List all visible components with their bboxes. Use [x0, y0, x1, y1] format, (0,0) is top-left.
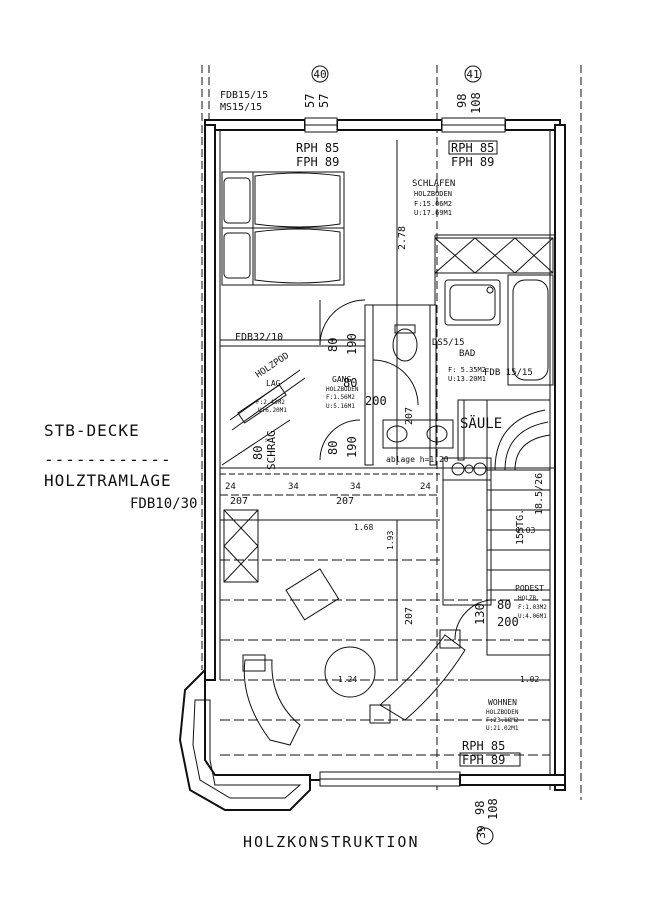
dim-207-left: 207: [230, 496, 248, 507]
dim-80s: 80: [497, 598, 511, 612]
axis-top-right-b: 108: [469, 92, 483, 114]
dim-278: 2.78: [397, 226, 408, 250]
room-schlafen-floor: HOLZBODEN: [414, 190, 452, 198]
room-bad-area: F: 5.35M2: [448, 366, 486, 374]
room-wohnen-floor: HOLZBODEN: [486, 709, 519, 716]
legend-dashes: ------------: [44, 450, 172, 469]
axis-bottom-b: 108: [486, 798, 500, 820]
dim-190b: 190: [345, 436, 359, 458]
room-bad-name: BAD: [459, 349, 475, 359]
window-1-fph: FPH 89: [296, 155, 339, 169]
dim-80a: 80: [326, 338, 340, 352]
room-gang-perimeter: U:5.16M1: [326, 403, 355, 410]
window-2-rph: RPH 85: [451, 141, 494, 155]
room-bad-code: DS5/15: [432, 338, 465, 348]
dim-130: 130: [473, 603, 487, 625]
label-stair-dim: 18.5/26: [534, 473, 545, 515]
room-podest-perimeter: U:4.06M1: [518, 613, 547, 620]
room-wohnen-area: F:23.18M2: [486, 717, 519, 724]
axis-top-left-b: 57: [317, 94, 331, 108]
label-saeule: SÄULE: [460, 414, 502, 432]
room-podest-floor: HOLZB.: [518, 595, 540, 602]
dim-24: 24: [225, 482, 236, 492]
top-left-note-2: MS15/15: [220, 102, 262, 113]
dim-24b: 24: [420, 482, 431, 492]
dim-103: 1.03: [516, 526, 535, 535]
room-gang-area: F:1.56M2: [326, 394, 355, 401]
axis-top-left-number: 40: [313, 68, 326, 81]
dim-34: 34: [288, 482, 299, 492]
window-2-fph: FPH 89: [451, 155, 494, 169]
label-holzpod: HOLZPOD: [254, 351, 291, 381]
dim-80c: 80: [251, 446, 265, 460]
dim-207-vertical: 207: [404, 407, 415, 425]
room-schlafen-perimeter: U:17.69M1: [414, 209, 452, 217]
window-1-rph: RPH 85: [296, 141, 339, 155]
dim-168: 1.68: [354, 523, 373, 532]
room-podest-area: F:1.03M2: [518, 604, 547, 611]
room-lager-area: F:2.43M2: [256, 399, 285, 406]
label-schraeg: SCHRÄG: [265, 430, 278, 470]
room-bad-fdb: FDB 15/15: [484, 368, 533, 378]
room-bad-perimeter: U:13.20M1: [448, 375, 486, 383]
dim-193: 1.93: [386, 531, 395, 550]
dim-34b: 34: [350, 482, 361, 492]
room-lager-name: LAG: [266, 379, 281, 388]
legend-stb-decke: STB-DECKE: [44, 421, 140, 440]
room-gang-name: GANG: [332, 375, 351, 384]
room-schlafen-area: F:15.06M2: [414, 200, 452, 208]
window-3-fph: FPH 89: [462, 753, 505, 767]
dim-190a: 190: [345, 333, 359, 355]
top-left-note-1: FDB15/15: [220, 90, 268, 101]
dim-207-center: 207: [404, 607, 415, 625]
dim-200a: 200: [365, 394, 387, 408]
label-ablage: ablage h=1.20: [386, 455, 449, 464]
dim-80d: 80: [343, 376, 357, 390]
bottom-title: HOLZKONSTRUKTION: [243, 833, 420, 851]
dim-200b: 200: [497, 615, 519, 629]
axis-top-right-a: 98: [455, 94, 469, 108]
room-wohnen-perimeter: U:21.02M1: [486, 725, 519, 732]
room-schlafen-name: SCHLAFEN: [412, 179, 455, 189]
dim-124: 1.24: [338, 675, 357, 684]
legend-holztramlage: HOLZTRAMLAGE: [44, 471, 172, 490]
axis-top-left-a: 57: [303, 94, 317, 108]
legend-fdb10: FDB10/30: [130, 496, 198, 512]
axis-bottom-a: 98: [473, 801, 487, 815]
axis-top-right-number: 41: [466, 68, 479, 81]
room-lager-perimeter: U:6.20M1: [258, 407, 287, 414]
label-fdb32: FDB32/10: [235, 332, 283, 343]
dim-207-mid: 207: [336, 496, 354, 507]
room-podest-name: PODEST: [515, 584, 544, 593]
dim-102: 1.02: [520, 675, 539, 684]
axis-bottom-number: 39: [475, 825, 488, 838]
label-stair-count: 15STG.: [515, 509, 526, 545]
room-gang-floor: HOLZBODEN: [326, 386, 359, 393]
room-wohnen-name: WOHNEN: [488, 698, 517, 707]
window-3-rph: RPH 85: [462, 739, 505, 753]
dim-80b: 80: [326, 441, 340, 455]
